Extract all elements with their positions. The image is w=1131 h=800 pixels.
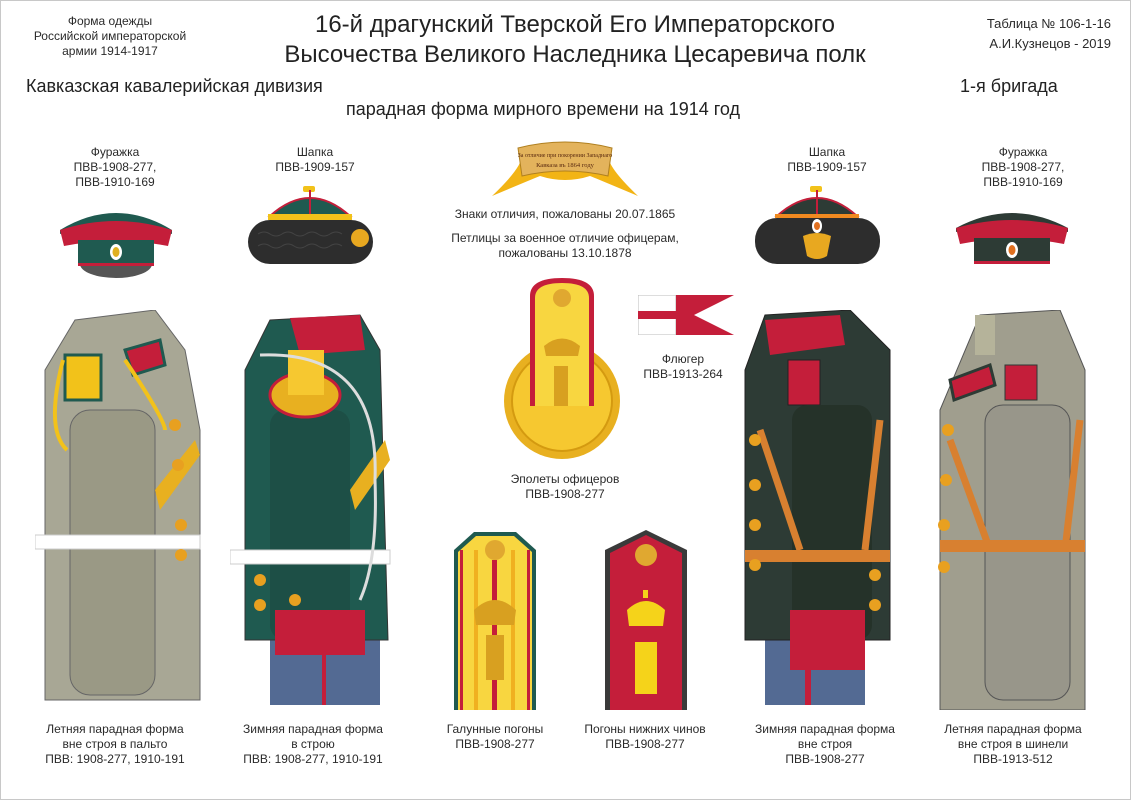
- pennant-caption: Флюгер ПВВ-1913-264: [628, 352, 738, 382]
- caption-line: ПВВ-1908-277: [455, 737, 535, 751]
- summer-greatcoat-figure: [930, 310, 1100, 710]
- figure-caption-5: Зимняя парадная форма вне строя ПВВ-1908…: [740, 722, 910, 767]
- caption-line: ПВВ-1908-277,: [981, 160, 1065, 174]
- author: А.И.Кузнецов - 2019: [989, 36, 1111, 51]
- caption-line: ПВВ-1909-157: [275, 160, 355, 174]
- fur-hat-eagle-icon: [755, 186, 880, 266]
- figure-caption-1: Летняя парадная форма вне строя в пальто…: [30, 722, 200, 767]
- headgear-caption-1: Фуражка ПВВ-1908-277, ПВВ-1910-169: [50, 145, 180, 190]
- caption-line: Эполеты офицеров: [510, 472, 620, 486]
- svg-text:Кавказа въ 1864 году: Кавказа въ 1864 году: [536, 162, 595, 169]
- caption-line: вне строя в пальто: [62, 737, 168, 751]
- caption-line: ПВВ-1908-277: [525, 487, 605, 501]
- caption-line: ПВВ-1909-157: [787, 160, 867, 174]
- galloon-shoulder-board-icon: [454, 530, 536, 710]
- table-number: Таблица № 106-1-16: [986, 16, 1111, 31]
- figure-caption-4: Погоны нижних чинов ПВВ-1908-277: [570, 722, 720, 752]
- left-note-line: Российской императорской: [33, 29, 187, 43]
- caption-line: в строю: [291, 737, 335, 751]
- right-note: Таблица № 106-1-16 А.И.Кузнецов - 2019: [987, 14, 1111, 54]
- lower-rank-shoulder-board-icon: [605, 530, 687, 710]
- caption-line: вне строя: [797, 737, 853, 751]
- summer-overcoat-figure: [35, 310, 215, 710]
- left-note-line: Форма одежды: [67, 14, 153, 28]
- caption-line: ПВВ-1910-169: [75, 175, 155, 189]
- officer-epaulette-icon: [502, 276, 622, 461]
- caption-line: ПВВ: 1908-277, 1910-191: [45, 752, 185, 766]
- caption-line: Галунные погоны: [446, 722, 544, 736]
- lower-rank-cap-icon: [952, 200, 1072, 270]
- epaulette-caption: Эполеты офицеров ПВВ-1908-277: [490, 472, 640, 502]
- caption-line: Шапка: [296, 145, 334, 159]
- caption-line: Петлицы за военное отличие офицерам,: [451, 231, 679, 245]
- figure-caption-3: Галунные погоны ПВВ-1908-277: [420, 722, 570, 752]
- headgear-caption-4: Фуражка ПВВ-1908-277, ПВВ-1910-169: [958, 145, 1088, 190]
- winter-parade-figure: [230, 310, 410, 710]
- caption-line: Флюгер: [661, 352, 705, 366]
- caption-line: вне строя в шинели: [957, 737, 1069, 751]
- caption-line: ПВВ-1913-264: [643, 367, 723, 381]
- caption-line: Шапка: [808, 145, 846, 159]
- caption-line: Зимняя парадная форма: [243, 722, 383, 736]
- caption-line: пожалованы 13.10.1878: [498, 246, 632, 260]
- fur-hat-icon: [248, 186, 373, 266]
- left-note: Форма одежды Российской императорской ар…: [20, 14, 200, 59]
- figure-caption-2: Зимняя парадная форма в строю ПВВ: 1908-…: [228, 722, 398, 767]
- division-label: Кавказская кавалерийская дивизия: [26, 76, 323, 96]
- caption-line: ПВВ-1913-512: [973, 752, 1053, 766]
- headgear-caption-2: Шапка ПВВ-1909-157: [250, 145, 380, 175]
- pennant-icon: [638, 295, 734, 335]
- left-note-line: армии 1914-1917: [62, 44, 158, 58]
- title-line-2: Высочества Великого Наследника Цесаревич…: [284, 41, 866, 68]
- caption-line: Погоны нижних чинов: [584, 722, 706, 736]
- caption-line: ПВВ-1908-277,: [73, 160, 157, 174]
- caption-line: ПВВ-1908-277: [785, 752, 865, 766]
- title-line-1: 16-й драгунский Тверской Его Императорск…: [314, 11, 836, 38]
- subtitle: парадная форма мирного времени на 1914 г…: [346, 99, 741, 119]
- buttonholes-caption: Петлицы за военное отличие офицерам, пож…: [420, 231, 710, 261]
- caption-line: ПВВ: 1908-277, 1910-191: [243, 752, 383, 766]
- caption-line: Летняя парадная форма: [944, 722, 1082, 736]
- headgear-caption-3: Шапка ПВВ-1909-157: [762, 145, 892, 175]
- page-title: 16-й драгунский Тверской Его Императорск…: [230, 10, 920, 70]
- figure-caption-6: Летняя парадная форма вне строя в шинели…: [928, 722, 1098, 767]
- brigade-label: 1-я бригада: [960, 76, 1058, 96]
- caption-line: Фуражка: [998, 145, 1048, 159]
- svg-text:За отличие при покорении Запад: За отличие при покорении Западнаго: [518, 153, 612, 159]
- winter-lower-rank-figure: [740, 310, 900, 710]
- caption-line: ПВВ-1908-277: [605, 737, 685, 751]
- caption-line: Зимняя парадная форма: [755, 722, 895, 736]
- caption-line: Фуражка: [90, 145, 140, 159]
- badges-caption: Знаки отличия, пожалованы 20.07.1865: [454, 207, 676, 221]
- caption-line: Летняя парадная форма: [46, 722, 184, 736]
- distinction-ribbon-icon: За отличие при покорении Западнаго Кавка…: [490, 140, 640, 198]
- officer-cap-icon: [56, 200, 176, 280]
- caption-line: ПВВ-1910-169: [983, 175, 1063, 189]
